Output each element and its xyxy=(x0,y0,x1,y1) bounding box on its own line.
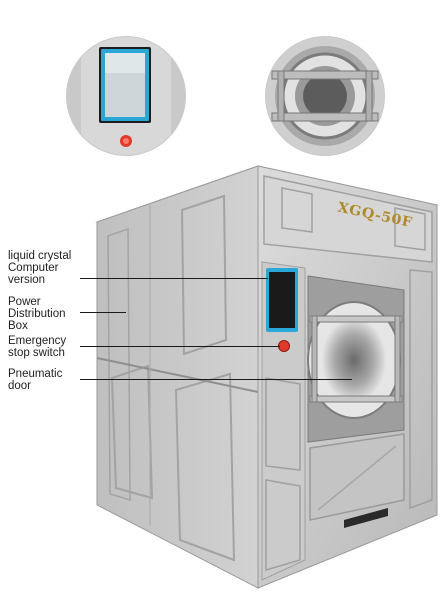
door-glass xyxy=(322,318,386,402)
callout-line-estop xyxy=(80,346,280,347)
door-closeup xyxy=(266,37,384,155)
callout-line-power xyxy=(80,312,126,313)
control-panel-closeup-icon xyxy=(67,37,185,155)
callout-label-door: Pneumatic door xyxy=(8,368,63,392)
callout-line-lcd xyxy=(80,278,268,279)
callout-line-door xyxy=(80,379,352,380)
callout-label-power: Power Distribution Box xyxy=(8,296,66,332)
emergency-stop-button xyxy=(278,340,290,352)
door-closeup-icon xyxy=(266,37,384,155)
callout-label-lcd: liquid crystal Computer version xyxy=(8,250,72,286)
control-panel-closeup xyxy=(67,37,185,155)
callout-label-estop: Emergency stop switch xyxy=(8,335,67,359)
